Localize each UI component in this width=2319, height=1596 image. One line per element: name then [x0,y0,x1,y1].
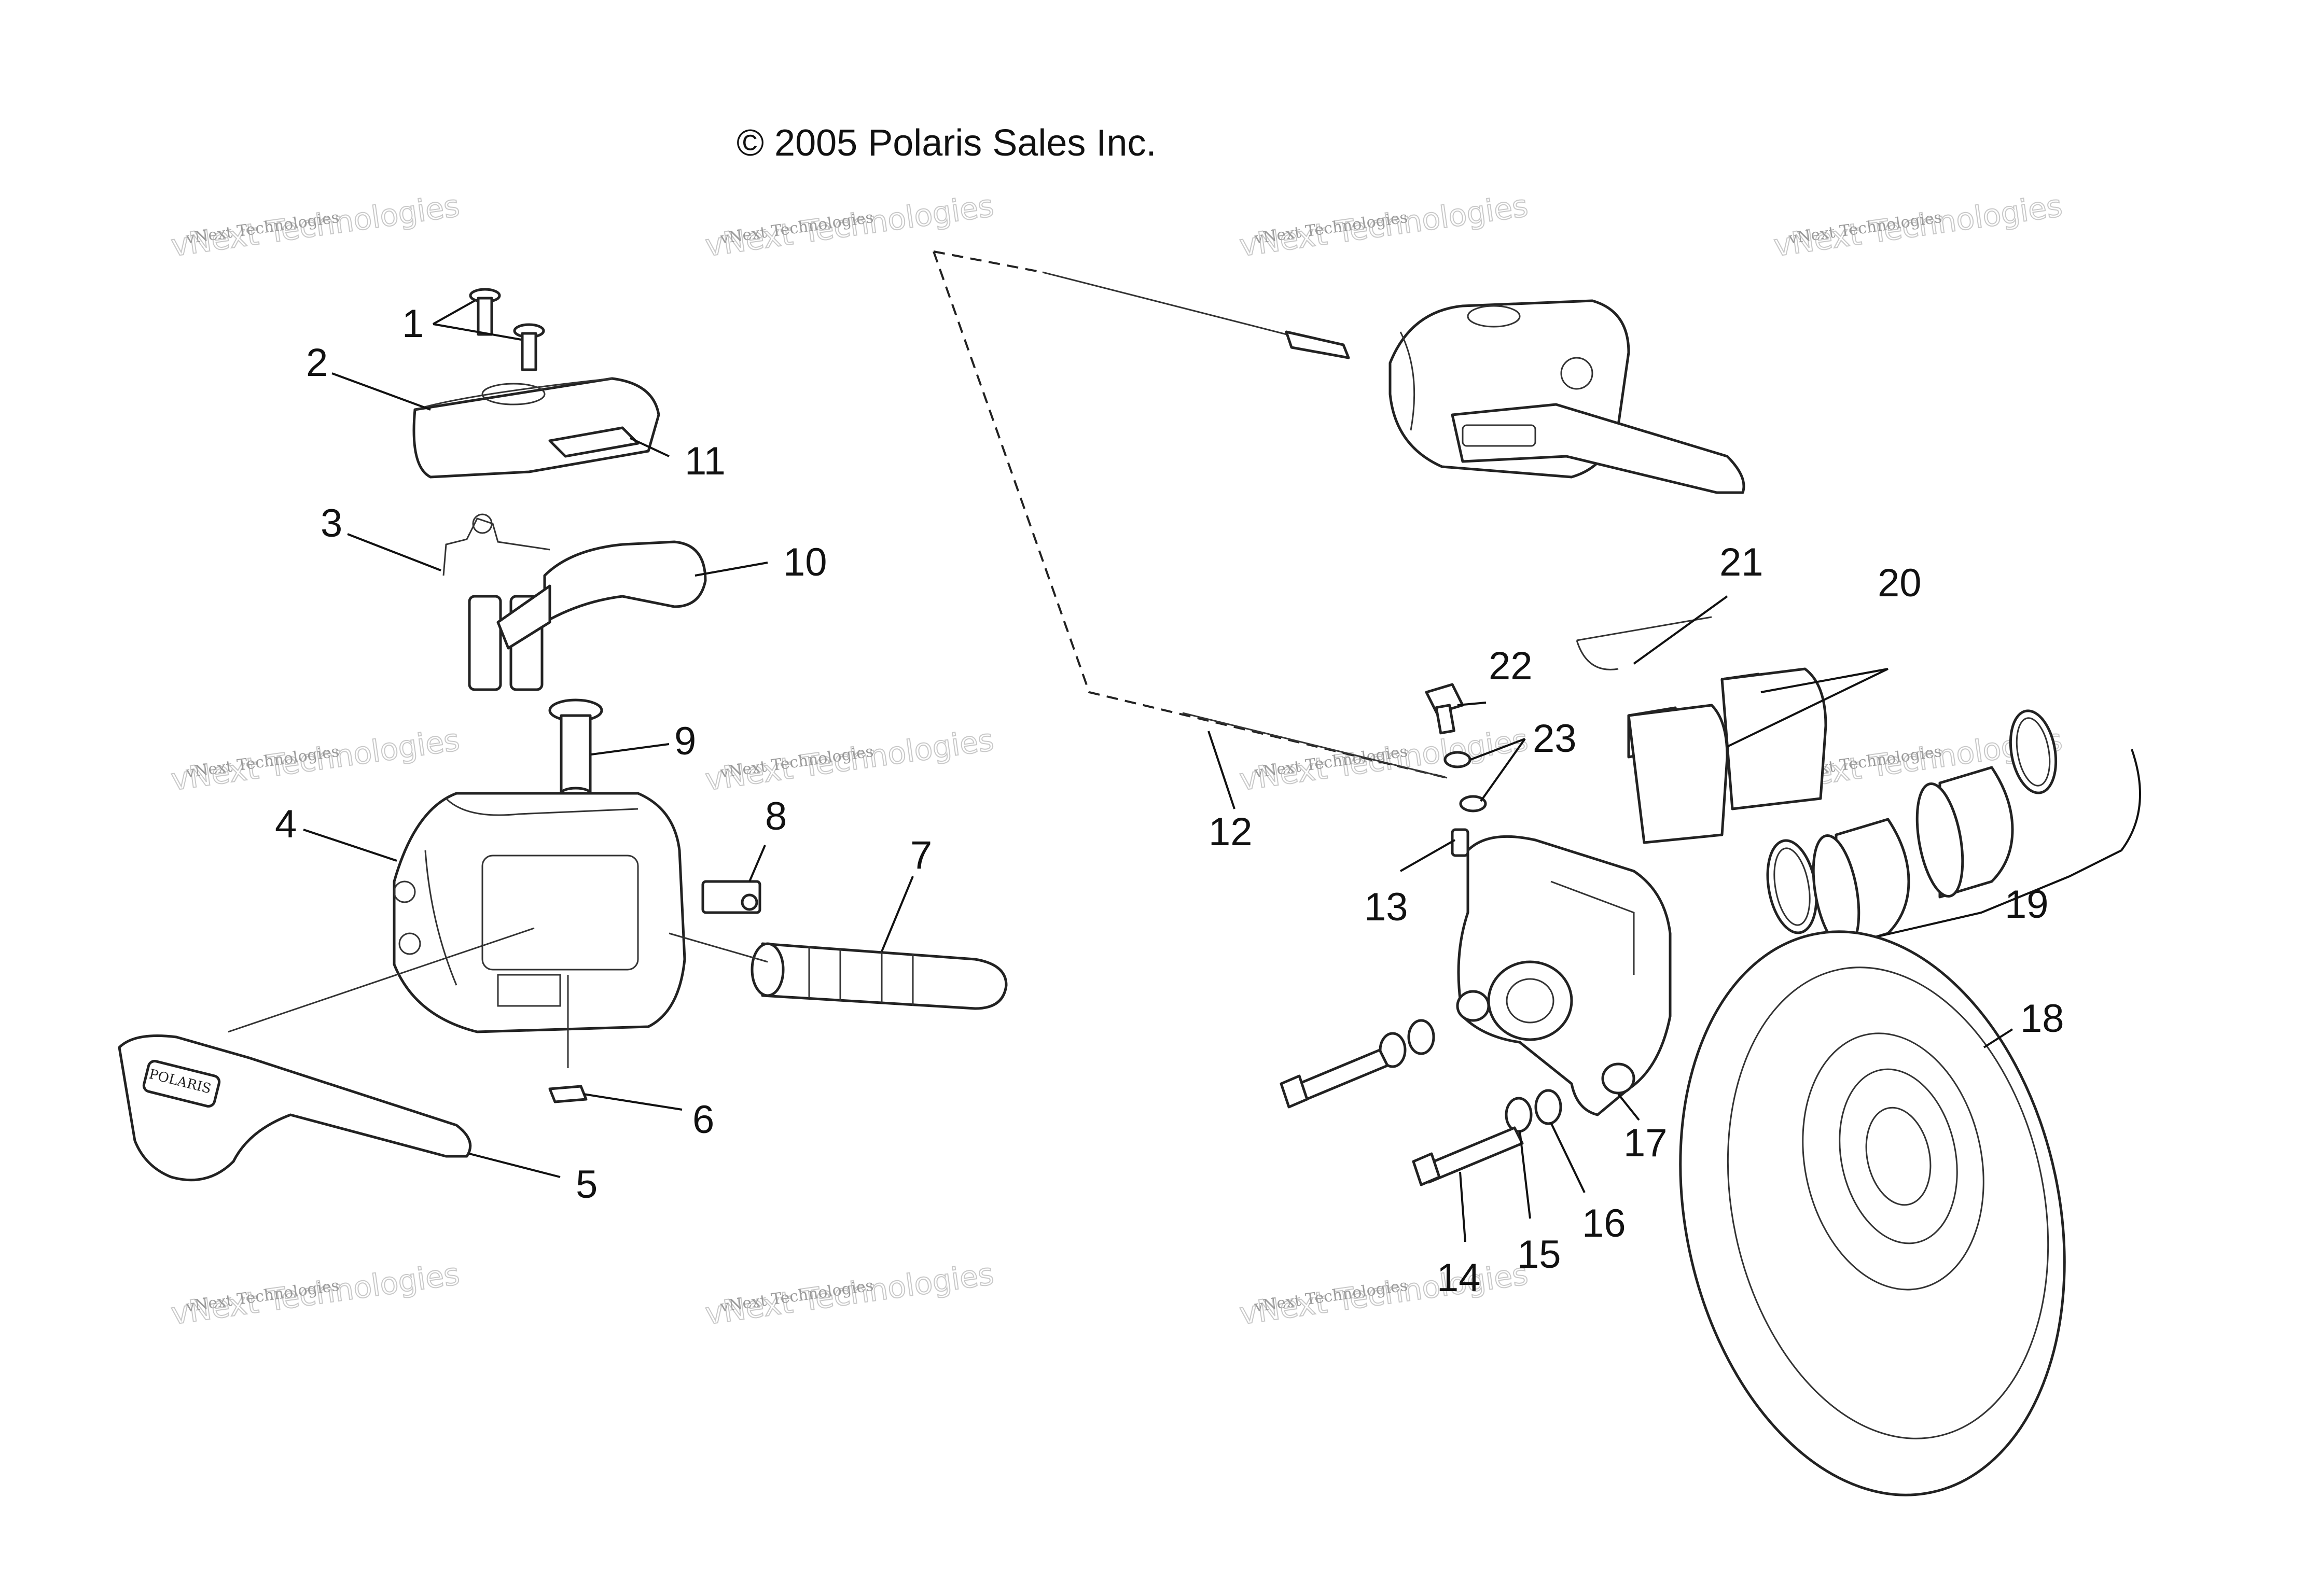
reservoir-cover-part-2 [412,377,660,479]
watermark: vNext Technologies vNext Technologies [703,1256,996,1332]
watermark: vNext Technologies vNext Technologies [703,722,996,798]
callout-11: 11 [685,439,726,483]
watermark: vNext Technologies vNext Technologies [1771,188,2065,264]
watermark: vNext Technologies vNext Technologies [1237,1256,1531,1332]
watermark: vNext Technologies vNext Technologies [169,722,462,798]
washer-part-6 [548,1085,588,1103]
leader-lines [303,300,2013,1242]
callout-7: 7 [910,833,932,877]
watermark: vNext Technologies vNext Technologies [1237,722,1531,798]
washer-part-15 [1505,1097,1533,1133]
callout-6: 6 [692,1098,714,1142]
brake-pad-part-20 [1627,667,1827,844]
watermark: vNext Technologies vNext Technologies [703,188,996,264]
hose-routing-line [933,250,1448,779]
callout-5: 5 [576,1163,598,1207]
callout-18: 18 [2020,997,2064,1041]
callout-10: 10 [783,540,827,584]
spring-clip-part-3 [442,513,550,576]
piston-assembly-part-7 [751,942,1008,1010]
washer-part-16 [1534,1089,1562,1125]
pivot-pin-part-9 [548,698,603,800]
screw-part-1 [469,288,545,371]
copyright-text: © 2005 Polaris Sales Inc. [737,122,1156,164]
callout-21: 21 [1719,540,1763,584]
bleeder-screw-part-22 [1425,683,1464,735]
callout-23: 23 [1533,717,1577,761]
washer-part-23 [1443,751,1487,813]
master-cylinder-assembled [1388,299,1745,494]
callout-16: 16 [1582,1201,1626,1245]
callout-8: 8 [765,794,787,838]
callout-labels: 1 2 11 3 10 9 4 8 7 6 5 12 13 14 15 16 1… [275,302,2064,1300]
switch-part-8 [701,880,761,914]
callout-20: 20 [1878,561,1922,605]
lever-arm-part-10 [468,540,707,691]
callout-19: 19 [2005,883,2049,927]
watermark: vNext Technologies vNext Technologies [1237,188,1531,264]
diaphragm-part-11 [548,426,640,458]
callout-22: 22 [1489,644,1533,688]
callout-2: 2 [306,341,328,385]
callout-9: 9 [674,719,696,763]
callout-17: 17 [1623,1121,1668,1165]
watermark: vNext Technologies vNext Technologies [169,1256,462,1332]
caliper-body-part-17 [1456,835,1672,1116]
callout-1: 1 [402,302,424,346]
callout-14: 14 [1437,1256,1481,1300]
callout-4: 4 [275,802,297,846]
callout-3: 3 [321,501,342,545]
bolt-part-14 [1280,1048,1524,1186]
callout-12: 12 [1209,810,1253,854]
brake-disc-part-18 [1679,930,2066,1496]
callout-13: 13 [1364,885,1408,929]
watermark: vNext Technologies vNext Technologies [169,188,462,264]
callout-15: 15 [1517,1233,1561,1277]
brake-lever-part-5: POLARIS [118,1034,472,1182]
master-cylinder-body-part-4 [393,792,686,1033]
fitting-part-13 [1451,828,1469,857]
retaining-pin-part-21 [1576,616,1712,670]
